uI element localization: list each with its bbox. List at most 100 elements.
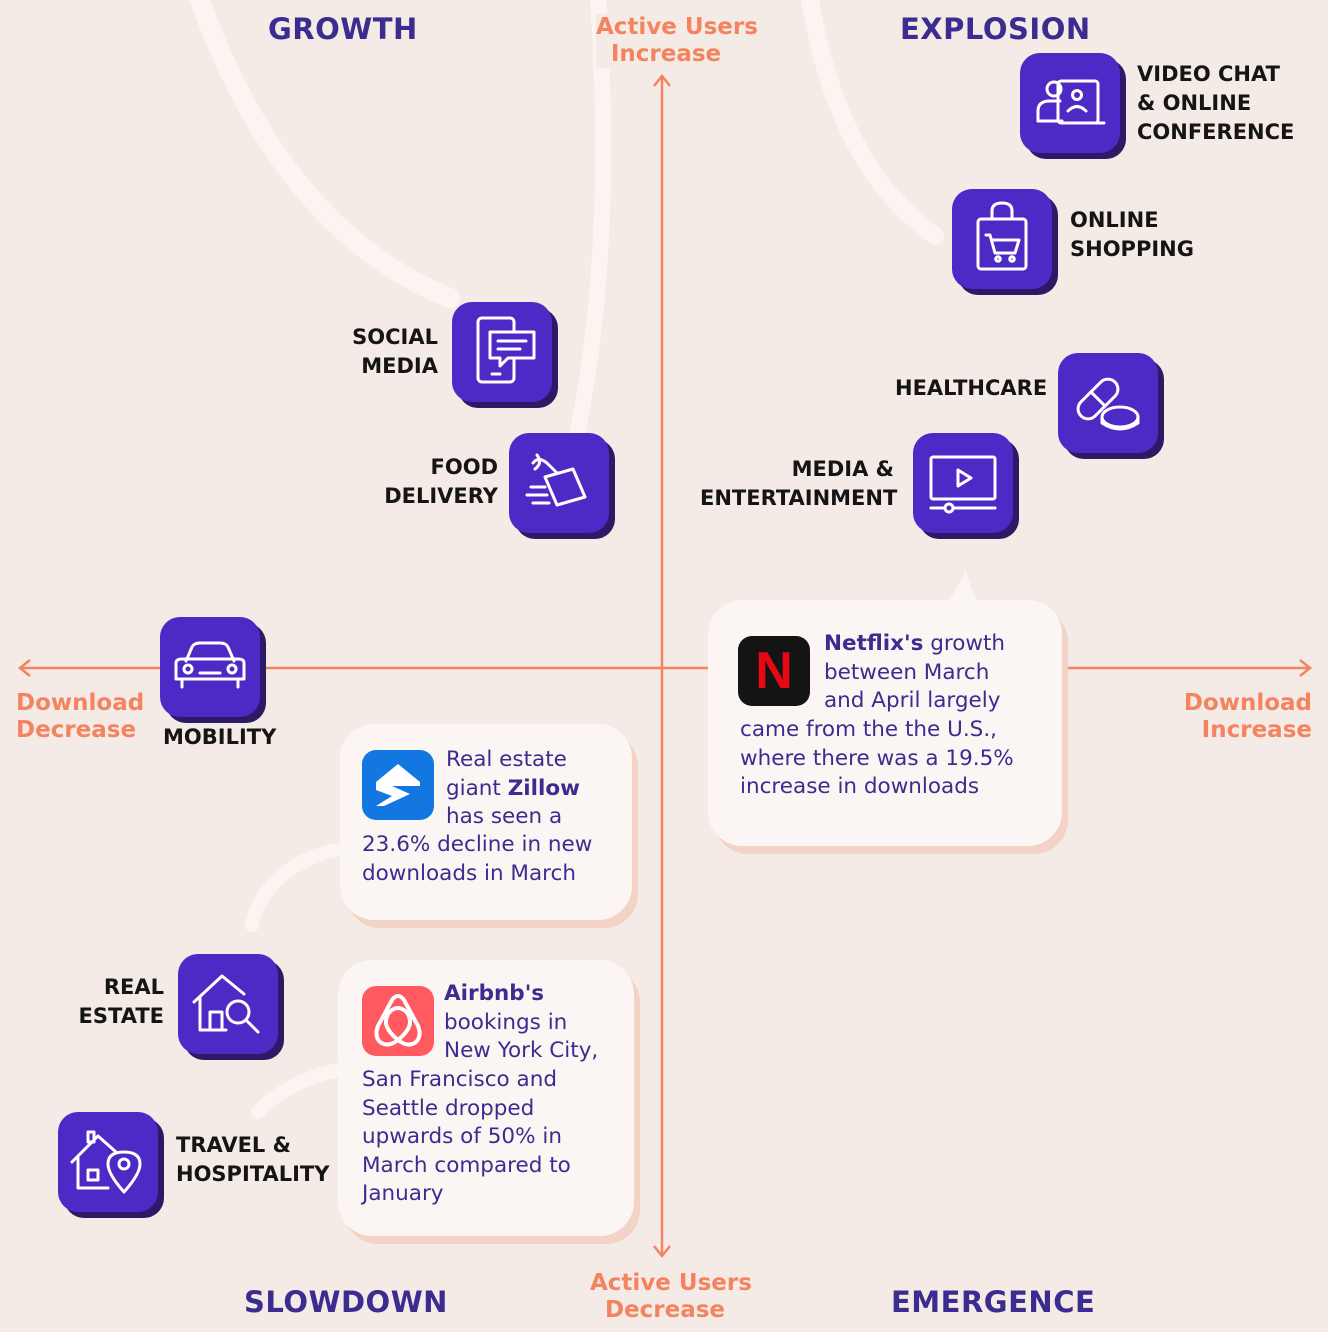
- airbnb-line: bookings in: [444, 1009, 568, 1035]
- zillow-callout: Real estate giant Zillow has seen a 23.6…: [340, 724, 632, 920]
- zillow-line: Real estate: [446, 747, 567, 772]
- delivery-bag-icon: [525, 453, 587, 507]
- quadrant-title-emergence: EMERGENCE: [891, 1285, 1096, 1319]
- airbnb-logo: [362, 986, 434, 1056]
- zillow-line: giant Zillow: [446, 775, 580, 804]
- category-label-line: MEDIA: [361, 354, 438, 378]
- netflix-text-top: Netflix's growth between March and April…: [824, 630, 1005, 716]
- airbnb-line: upwards of 50% in: [362, 1124, 562, 1150]
- zillow-logo-mark: [376, 764, 420, 806]
- zillow-text-bottom: 23.6% decline in new downloads in March: [362, 831, 592, 888]
- airbnb-line: New York City,: [444, 1038, 599, 1064]
- y-axis-top-label: Active Users Increase: [596, 14, 758, 68]
- social-media-tile: [452, 302, 552, 402]
- netflix-logo-letter: N: [755, 642, 793, 700]
- category-label-line: CONFERENCE: [1137, 120, 1295, 144]
- smartphone-chat-icon: [476, 316, 536, 384]
- category-label-food-delivery: FOOD DELIVERY: [380, 453, 498, 511]
- car-icon: [174, 641, 246, 689]
- y-axis-arrow-up: [653, 73, 671, 87]
- netflix-line: Netflix's growth: [824, 630, 1005, 659]
- zillow-line-text: giant: [446, 775, 508, 801]
- airbnb-callout: Airbnb's bookings in New York City, San …: [338, 960, 634, 1236]
- category-label-mobility: MOBILITY: [163, 723, 276, 752]
- category-label-line: FOOD: [430, 455, 498, 479]
- airbnb-line: San Francisco and: [362, 1067, 557, 1092]
- x-axis-right-label-line: Increase: [1201, 717, 1312, 743]
- y-axis-bottom-label-line: Decrease: [604, 1297, 726, 1323]
- quadrant-title-slowdown: SLOWDOWN: [244, 1285, 448, 1319]
- netflix-logo: N: [738, 636, 810, 706]
- category-label-line: VIDEO CHAT: [1137, 62, 1280, 86]
- airbnb-logo-mark: [374, 994, 422, 1047]
- y-axis-top-label-line: Active Users: [596, 14, 758, 40]
- zillow-line: has seen a: [446, 804, 563, 830]
- category-label-line: HEALTHCARE: [895, 376, 1048, 400]
- mobility-tile: [160, 617, 260, 717]
- netflix-line: came from the the U.S.,: [740, 717, 997, 742]
- media-tile: [913, 433, 1013, 533]
- category-label-social-media: SOCIAL MEDIA: [330, 323, 438, 381]
- netflix-line: increase in downloads: [740, 774, 980, 800]
- netflix-callout: N Netflix's growth between March and Apr…: [708, 600, 1062, 846]
- house-search-icon: [192, 974, 260, 1034]
- category-label-real-estate: REAL ESTATE: [60, 973, 164, 1031]
- real-estate-tile: [178, 954, 278, 1054]
- zillow-logo: [362, 750, 434, 820]
- category-label-line: MEDIA &: [791, 457, 894, 481]
- category-label-line: MOBILITY: [163, 725, 277, 749]
- airbnb-line: January: [362, 1181, 444, 1207]
- category-label-line: SHOPPING: [1070, 237, 1194, 261]
- airbnb-line: March compared to: [362, 1152, 571, 1178]
- netflix-text-bottom: came from the the U.S., where there was …: [740, 716, 1014, 802]
- zillow-line: 23.6% decline in new: [362, 832, 593, 857]
- zillow-text-top: Real estate giant Zillow has seen a: [446, 746, 580, 832]
- netflix-line: where there was a 19.5%: [740, 745, 1014, 771]
- category-label-travel: TRAVEL & HOSPITALITY: [176, 1131, 329, 1189]
- y-axis-top-label-line: Increase: [610, 41, 722, 67]
- x-axis-arrow-right: [1299, 659, 1313, 677]
- netflix-line-text: growth: [930, 631, 1006, 656]
- airbnb-text-bottom: San Francisco and Seattle dropped upward…: [362, 1066, 571, 1209]
- category-label-line: SOCIAL: [352, 325, 438, 349]
- food-delivery-tile: [509, 433, 609, 533]
- zillow-line: downloads in March: [362, 860, 576, 886]
- netflix-brand: Netflix's: [824, 631, 924, 656]
- category-label-line: & ONLINE: [1137, 91, 1252, 115]
- video-player-icon: [929, 455, 997, 514]
- y-axis-bottom-label-line: Active Users: [590, 1270, 752, 1296]
- healthcare-tile: [1058, 353, 1158, 453]
- airbnb-line: Airbnb's: [444, 980, 598, 1009]
- netflix-line: and April largely: [824, 688, 1001, 714]
- category-label-line: TRAVEL &: [176, 1133, 291, 1157]
- x-axis-left-label: Download Decrease: [16, 690, 144, 744]
- y-axis-arrow-down: [653, 1245, 671, 1259]
- category-label-video-chat: VIDEO CHAT & ONLINE CONFERENCE: [1137, 60, 1294, 147]
- quadrant-title-growth: GROWTH: [268, 12, 418, 46]
- airbnb-brand: Airbnb's: [444, 981, 545, 1006]
- netflix-line: between March: [824, 659, 990, 685]
- category-label-media: MEDIA & ENTERTAINMENT: [700, 455, 898, 513]
- category-label-line: HOSPITALITY: [176, 1162, 330, 1186]
- category-label-line: DELIVERY: [384, 484, 498, 508]
- category-label-healthcare: HEALTHCARE: [895, 374, 1047, 403]
- category-label-online-shopping: ONLINE SHOPPING: [1070, 206, 1194, 264]
- x-axis-left-label-line: Download: [16, 690, 145, 716]
- video-chat-tile: [1020, 53, 1120, 153]
- house-location-icon: [70, 1130, 142, 1194]
- airbnb-text-top: Airbnb's bookings in New York City,: [444, 980, 598, 1066]
- category-label-line: ESTATE: [78, 1004, 164, 1028]
- decor-swoosh: [251, 1063, 345, 1119]
- category-label-line: ENTERTAINMENT: [700, 486, 898, 510]
- netflix-callout-pointer: [948, 570, 978, 602]
- decor-swoosh: [190, 0, 460, 308]
- decor-swoosh: [801, 0, 944, 245]
- video-conference-icon: [1036, 79, 1106, 125]
- online-shopping-tile: [952, 189, 1052, 289]
- x-axis-right-label: Download Increase: [1160, 690, 1312, 744]
- zillow-brand: Zillow: [507, 775, 581, 801]
- airbnb-line: Seattle dropped: [362, 1095, 535, 1121]
- category-label-line: ONLINE: [1070, 208, 1159, 232]
